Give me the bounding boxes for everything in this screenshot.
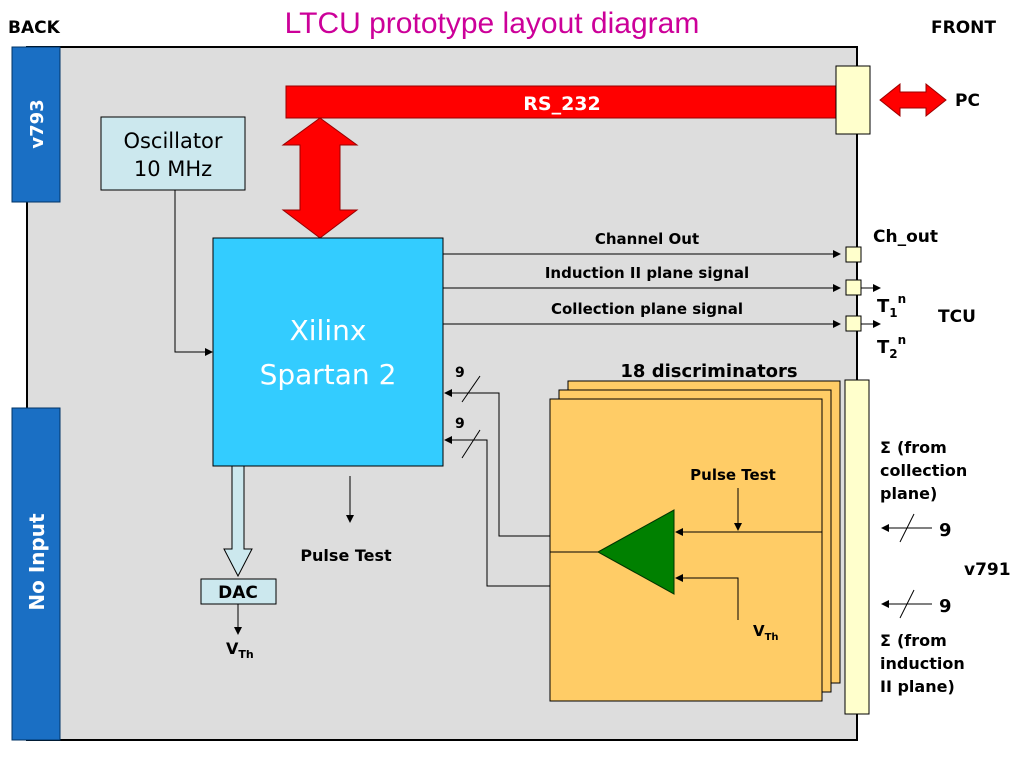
disc-pulse-test-label: Pulse Test bbox=[690, 466, 776, 484]
oscillator-box bbox=[100, 116, 246, 191]
discriminator-bus-top bbox=[444, 389, 550, 537]
v791-bus-top: 9 bbox=[939, 520, 952, 541]
discriminators-title: 18 discriminators bbox=[620, 361, 797, 382]
oscillator-line1: Oscillator bbox=[123, 129, 222, 153]
dac-label: DAC bbox=[218, 583, 258, 603]
v791-bus-bottom: 9 bbox=[939, 596, 952, 617]
fpga-box bbox=[212, 237, 444, 467]
sigma-induction-line1: Σ(from bbox=[880, 631, 947, 650]
dac-vth-label: VTh bbox=[226, 639, 254, 661]
fpga-line2: Spartan 2 bbox=[260, 358, 397, 391]
sigma-collection-line2: collection bbox=[880, 461, 967, 480]
pulse-test-label: Pulse Test bbox=[300, 546, 392, 565]
v793-module bbox=[11, 46, 61, 203]
vth-to-discriminator bbox=[675, 574, 739, 620]
v793-label: v793 bbox=[27, 99, 48, 148]
fpga-line1: Xilinx bbox=[290, 314, 367, 347]
t2-label: T2n bbox=[877, 333, 906, 361]
v791-connector bbox=[844, 379, 870, 715]
v791-slash-top bbox=[899, 513, 915, 543]
discriminator-bus-bottom bbox=[444, 436, 550, 587]
t1-label: T1n bbox=[877, 292, 906, 320]
tcu-label: TCU bbox=[938, 307, 976, 327]
discriminator-board-front bbox=[549, 398, 823, 702]
v791-label: v791 bbox=[964, 560, 1011, 580]
no-input-module bbox=[11, 407, 61, 741]
fpga-to-dac-arrow bbox=[223, 465, 253, 578]
sigma-induction-line3: II plane) bbox=[880, 677, 955, 696]
sigma-collection-line1: Σ(from bbox=[880, 438, 947, 457]
no-input-label: No Input bbox=[25, 513, 49, 611]
ch-out-connector bbox=[845, 246, 862, 263]
disc-vth-label: VTh bbox=[753, 622, 779, 643]
front-label: FRONT bbox=[931, 18, 996, 38]
bus-width-top: 9 bbox=[455, 365, 465, 381]
bus-slash-top bbox=[461, 375, 481, 403]
discriminator-triangle bbox=[596, 509, 675, 595]
rs232-connector bbox=[835, 65, 871, 135]
collection-signal-label: Collection plane signal bbox=[551, 300, 743, 318]
back-label: BACK bbox=[8, 18, 61, 38]
channel-out-label: Channel Out bbox=[595, 230, 699, 248]
sigma-induction-line2: induction bbox=[880, 654, 965, 673]
bus-slash-bottom bbox=[461, 429, 481, 459]
bus-width-bottom: 9 bbox=[455, 416, 465, 432]
page-title: LTCU prototype layout diagram bbox=[285, 7, 700, 40]
rs232-label: RS_232 bbox=[523, 93, 600, 115]
oscillator-clock-line bbox=[174, 190, 213, 356]
t2-connector bbox=[845, 315, 862, 332]
t1-connector bbox=[845, 279, 862, 296]
v791-slash-bottom bbox=[899, 589, 915, 619]
oscillator-line2: 10 MHz bbox=[134, 157, 212, 181]
ch-out-label: Ch_out bbox=[873, 227, 938, 247]
pc-label: PC bbox=[955, 91, 980, 111]
sigma-collection-line3: plane) bbox=[880, 484, 937, 503]
induction-signal-label: Induction II plane signal bbox=[545, 264, 749, 282]
pc-double-arrow bbox=[879, 82, 947, 118]
